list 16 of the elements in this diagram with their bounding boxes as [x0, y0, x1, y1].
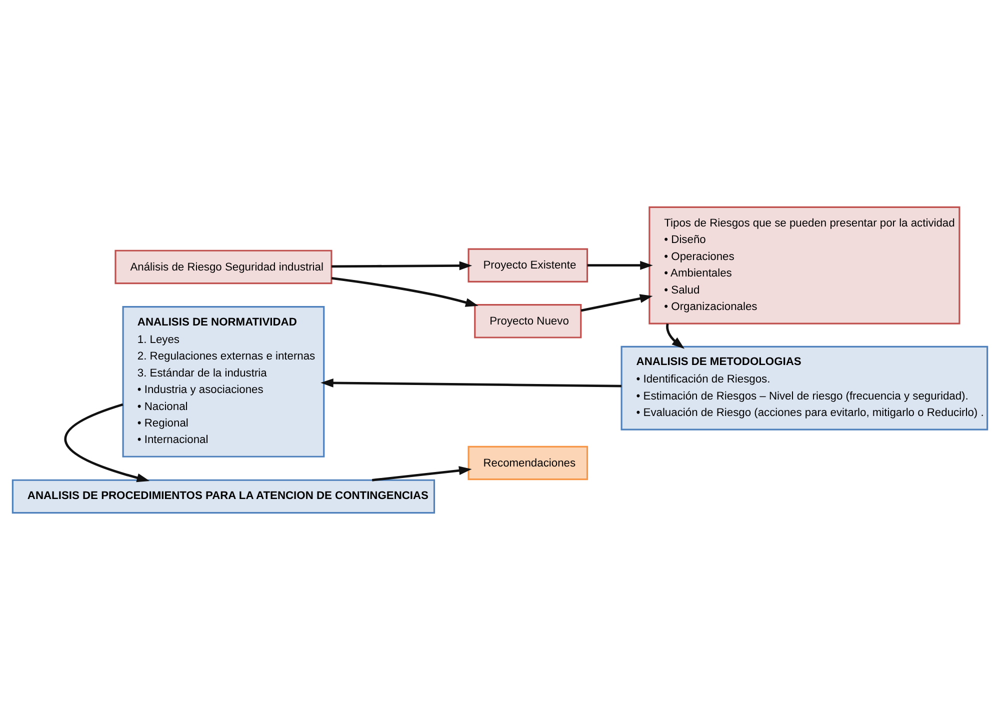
arrow	[587, 260, 653, 270]
node-box: Recomendaciones	[468, 445, 588, 480]
arrow	[64, 402, 150, 482]
node-box: Tipos de Riesgos que se pueden presentar por la actividad • Diseño • Operaciones • Ambientales • Salud • Organizacionales	[648, 206, 960, 324]
arrow	[580, 294, 653, 312]
arrow	[666, 323, 685, 348]
arrow	[320, 378, 622, 387]
arrow	[331, 260, 472, 270]
node-box: ANALISIS DE PROCEDIMIENTOS PARA LA ATENCION DE CONTINGENCIAS	[12, 478, 436, 514]
node-box: Proyecto Nuevo	[474, 304, 582, 338]
arrow	[372, 466, 472, 481]
node-box: ANALISIS DE METODOLOGIAS • Identificación de Riesgos. • Estimación de Riesgos – Nivel de riesgo (frecuencia y seguridad). • Evaluación de Riesgo (acciones para evitarlo, mitigarlo o Reducirlo) .	[620, 345, 988, 430]
arrow	[331, 276, 478, 306]
node-box: Proyecto Existente	[468, 248, 588, 282]
node-box: ANALISIS DE NORMATIVIDAD 1. Leyes 2. Regulaciones externas e internas 3. Estándar de la industria • Industria y asociaciones • Nacional • Regional • Internacional	[122, 306, 325, 457]
node-box: Análisis de Riesgo Seguridad industrial	[114, 249, 332, 284]
